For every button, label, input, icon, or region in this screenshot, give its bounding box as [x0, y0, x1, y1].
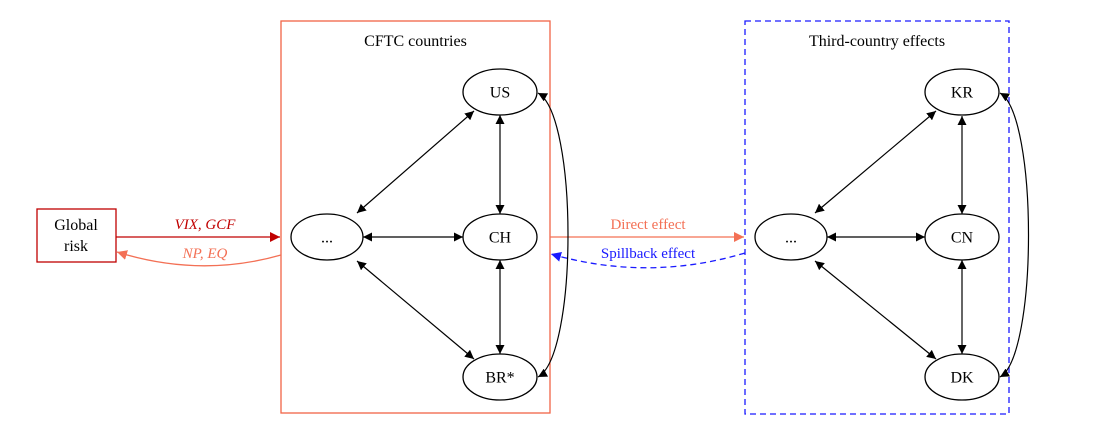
third-node-dk-label: DK	[950, 370, 974, 387]
cftc-node-ellipsis-label: ...	[321, 230, 333, 247]
cftc-cluster-title: CFTC countries	[364, 33, 467, 50]
third-node-cn: CN	[924, 213, 1000, 261]
global-risk-line1: Global	[54, 217, 98, 234]
third-node-dk-shape	[924, 353, 1000, 401]
global-risk-box	[36, 208, 117, 263]
cftc-node-us: US	[462, 68, 538, 116]
spillback-effect-edge	[550, 251, 746, 269]
third-node-ellipsis-shape	[754, 213, 828, 261]
np-eq-edge	[116, 250, 282, 267]
np-eq-label: NP, EQ	[182, 246, 228, 262]
cftc-cluster-border	[280, 20, 551, 414]
cftc-node-ch-shape	[462, 213, 538, 261]
third-node-ellipsis-label: ...	[785, 230, 797, 247]
third-edge-left-bottom	[814, 260, 937, 360]
global-risk-node: Global risk	[36, 208, 117, 263]
third-node-kr-label: KR	[951, 85, 974, 102]
third-node-dk: DK	[924, 353, 1000, 401]
direct-effect-label: Direct effect	[610, 217, 686, 233]
third-edge-left-top	[814, 110, 937, 214]
cftc-node-ellipsis-shape	[290, 213, 364, 261]
third-node-cn-label: CN	[951, 230, 974, 247]
cftc-node-br-shape	[462, 353, 538, 401]
third-cluster-title: Third-country effects	[809, 33, 945, 50]
third-node-kr: KR	[924, 68, 1000, 116]
cftc-node-ch: CH	[462, 213, 538, 261]
third-node-kr-shape	[924, 68, 1000, 116]
cftc-node-ch-label: CH	[489, 230, 512, 247]
cftc-edge-left-top	[356, 110, 475, 214]
cftc-node-ellipsis: ...	[290, 213, 364, 261]
cftc-node-br-label: BR*	[485, 370, 514, 387]
third-node-cn-shape	[924, 213, 1000, 261]
cftc-cluster: CFTC countries	[280, 20, 551, 414]
spillback-effect-label: Spillback effect	[601, 246, 696, 262]
cftc-edge-left-bottom	[356, 260, 475, 360]
global-risk-line2: risk	[64, 238, 88, 255]
third-edge-top-bottom	[999, 92, 1030, 378]
cftc-node-us-label: US	[490, 85, 510, 102]
vix-gcf-label: VIX, GCF	[175, 217, 237, 233]
cftc-node-us-shape	[462, 68, 538, 116]
cftc-node-br: BR*	[462, 353, 538, 401]
cftc-edge-top-bottom	[537, 92, 569, 378]
third-node-ellipsis: ...	[754, 213, 828, 261]
